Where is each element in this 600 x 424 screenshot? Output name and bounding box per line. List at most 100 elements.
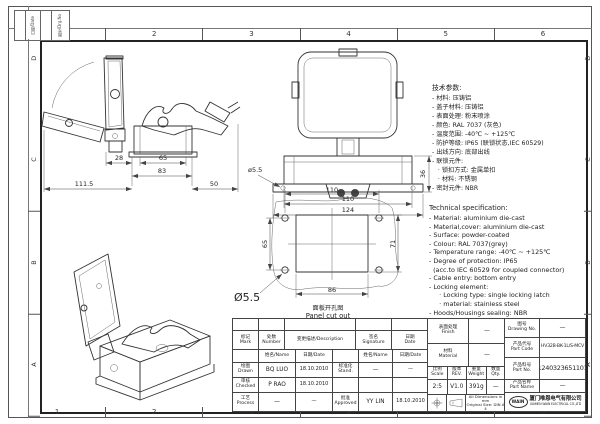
tech-cn-lines: - 材料: 压铸铝- 盖子材料: 压铸铝- 表面处理: 粉末喷涂- 颜色: RA… xyxy=(432,94,582,193)
corner-code-cell: 图号/Drg.No xyxy=(52,10,70,41)
swing-arc xyxy=(51,61,95,109)
rev-value: V1.0 xyxy=(447,380,466,395)
dim-65-label: 65 xyxy=(159,154,167,162)
list-item: · 材料: 不锈钢 xyxy=(432,176,477,183)
checked-name: P RAO xyxy=(259,378,295,392)
hinge-outline xyxy=(104,128,126,153)
truncated-cone-icon xyxy=(449,398,463,408)
part-no-value: 1240323651101 xyxy=(540,358,585,379)
part-no-label: 产品料号 Part No. xyxy=(505,358,539,379)
hinge-front-outline xyxy=(336,137,360,157)
iso-lid-outline xyxy=(73,253,121,347)
panel-hole-diameter-label: Ø5.5 xyxy=(234,291,260,304)
approval-table: 姓名/Name 日期/Date 姓名/Name 日期/Date 绘图 Drawn… xyxy=(232,349,429,412)
list-item: - Locking element: xyxy=(429,282,489,291)
revision-empty-cell xyxy=(392,319,428,330)
revision-signature-header: 签名 Signature xyxy=(356,331,391,350)
list-item: 2 xyxy=(105,407,202,417)
list-item: - 表面处理: 粉末喷涂 xyxy=(432,113,490,120)
process-date: — xyxy=(296,393,332,411)
wain-logo: WAIN xyxy=(508,396,528,408)
drawing-no-value: — xyxy=(540,319,585,337)
panel-dim-110-label: 110 xyxy=(326,186,338,194)
drawn-name: BQ LUO xyxy=(259,363,295,377)
cable-entry-outline xyxy=(204,101,241,123)
checked-date: 18.10.2010 xyxy=(296,378,332,392)
company-names: 厦门唯恩电气有限公司 XIAMEN WAIN ELECTRICAL CO.,LT… xyxy=(529,396,582,407)
dim-111-5-label: 111.5 xyxy=(75,180,94,188)
list-item: 6 xyxy=(493,407,591,417)
revision-mark-header: 标记 Mark xyxy=(233,331,258,350)
dim-hole-5-5-label: ø5.5 xyxy=(248,166,262,174)
finish-material-block: 表面处理 Finish — 材料 Material — xyxy=(427,318,506,368)
cover-front-outline xyxy=(291,48,404,139)
list-item: D xyxy=(584,55,592,61)
scale-label: 比例 Scale xyxy=(428,367,447,379)
cone-symbol-cell xyxy=(447,395,465,411)
revision-date-header: 日期 Date xyxy=(392,331,428,350)
open-lid-outline xyxy=(41,111,105,143)
empty-cell xyxy=(393,378,428,392)
list-item: - Cable entry: bottom entry xyxy=(429,274,517,283)
corner-date-label: 日期/Date xyxy=(29,16,35,35)
dim-28-label: 28 xyxy=(115,154,123,162)
list-item: C xyxy=(584,108,592,212)
list-item: - Material,cover: aluminium die-cast xyxy=(429,222,545,231)
material-value: — xyxy=(469,343,505,367)
checked-label: 审核 Checked xyxy=(233,378,258,392)
list-item: - 颜色: RAL 7037 (灰色) xyxy=(432,122,502,129)
list-item: 1 xyxy=(54,408,60,416)
corner-date-cell: 日期/Date xyxy=(26,10,41,41)
panel-caption-cn: 面板开孔图 xyxy=(312,305,344,312)
projection-symbols-block: All Dimensions in mm Original Size: DIN … xyxy=(427,394,506,412)
isometric-view-drawing xyxy=(73,253,215,401)
iso-lever-outline xyxy=(121,325,201,353)
border-line xyxy=(28,6,29,418)
drawn-label: 绘图 Drawn xyxy=(233,363,258,377)
list-item: - Temperature range: -40℃ ~ +125℃ xyxy=(429,248,551,257)
diagonal-cell xyxy=(233,350,258,362)
iso-body-outline xyxy=(95,319,215,401)
part-code-label: 产品代号 Part Code xyxy=(505,338,539,357)
projection-symbol-cell xyxy=(428,395,446,411)
list-item: 5 xyxy=(396,28,494,40)
technical-spec-chinese: 技术参数: - 材料: 压铸铝- 盖子材料: 压铸铝- 表面处理: 粉末喷涂- … xyxy=(432,84,582,193)
drawing-frame xyxy=(40,40,588,414)
list-item: A xyxy=(28,314,40,417)
tech-en-title: Technical specification: xyxy=(429,204,508,212)
list-item: - 密封元件: NBR xyxy=(432,185,479,192)
empty-cell xyxy=(359,378,392,392)
list-item: - 温度范围: -40℃ ~ +125℃ xyxy=(432,131,516,138)
company-name-cn: 厦门唯恩电气有限公司 xyxy=(529,396,582,403)
list-item: - Material: aluminium die-cast xyxy=(429,214,525,222)
finish-label: 表面处理 Finish xyxy=(428,319,468,343)
tech-en-lines: - Material: aluminium die-cast- Material… xyxy=(429,214,583,317)
part-code-value: HV32B-BK-1L/S-MCV xyxy=(540,338,585,357)
scale-rev-weight-qty-block: 比例 Scale 版本 REV. 重量 Weight 数量 Qty. 2:5 V… xyxy=(427,366,506,396)
side-view-drawing: 28 65 83 111.5 50 xyxy=(41,55,241,192)
weight-label: 重量 Weight xyxy=(467,367,486,379)
corner-empty-cell xyxy=(14,10,26,41)
list-item: · 锁扣方式: 金属单扣 xyxy=(432,167,496,174)
revision-empty-cell xyxy=(356,319,391,330)
panel-caption-en: Panel cut out xyxy=(305,312,351,320)
list-item: - Surface: powder-coated xyxy=(429,231,510,240)
panel-dim-71-label: 71 xyxy=(389,240,397,248)
weight-value: 391g xyxy=(467,380,486,395)
approved-date: 18.10.2010 xyxy=(393,393,428,411)
diagonal-cell xyxy=(333,350,358,362)
material-label: 材料 Material xyxy=(428,343,468,367)
list-item: 4 xyxy=(299,28,397,40)
panel-dimensions: 110 65 71 86 Ø5.5 xyxy=(234,186,402,304)
part-identity-block: 图号 Drawing No. — 产品代号 Part Code HV32B-BK… xyxy=(504,318,586,412)
revision-empty-cell xyxy=(285,319,355,330)
dimensions-note: All Dimensions in mm Original Size: DIN … xyxy=(466,395,505,411)
standardized-name: — xyxy=(359,363,392,377)
technical-spec-english: Technical specification: - Material: alu… xyxy=(429,204,583,317)
list-item: - 材料: 压铸铝 xyxy=(432,95,472,102)
approved-name: YY LIN xyxy=(359,393,392,411)
dim-50-label: 50 xyxy=(210,180,218,188)
corner-empty-cell xyxy=(41,10,52,41)
corner-title-strip: 日期/Date 图号/Drg.No xyxy=(14,10,70,41)
